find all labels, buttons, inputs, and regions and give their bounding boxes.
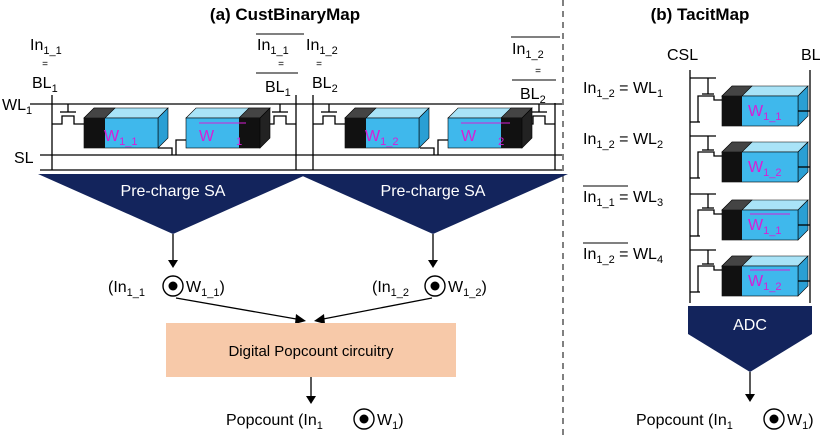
tacit-row-2: In1_2 = WL2 W1_2 [583,131,810,183]
svg-text:In1_2: In1_2 [512,41,544,61]
svg-text:W1_2: W1_2 [748,273,781,293]
svg-text:In1_2: In1_2 [306,37,338,57]
svg-text:Popcount (In1: Popcount (In1 [636,412,733,432]
svg-text:W1_2): W1_2) [448,279,487,299]
svg-text:In1_2 = WL2: In1_2 = WL2 [583,131,663,151]
precharge-sa-2: Pre-charge SA [298,174,568,234]
svg-text:W2: W2 [461,128,504,148]
left-popcount-result: Popcount (In1 W1) [226,408,404,432]
output-xnor-2: (In1_2 W1_2) [372,275,487,299]
transistor-3 [313,104,345,125]
svg-text:W1_1: W1_1 [104,128,137,148]
svg-text:BL1: BL1 [32,75,58,95]
svg-text:In1_1 = WL3: In1_1 = WL3 [583,189,663,209]
svg-text:BL2: BL2 [520,86,546,106]
sa-arrows [168,234,438,268]
svg-text:BL1: BL1 [265,79,291,99]
svg-text:W1): W1) [787,412,814,432]
svg-text:W1_2: W1_2 [748,159,781,179]
svg-text:W1_1: W1_1 [748,217,781,237]
output-xnor-1: (In1_1 W1_1) [108,275,225,299]
precharge-sa-1: Pre-charge SA [38,174,308,234]
transistor-1 [52,104,84,125]
svg-text:W1): W1) [377,412,404,432]
right-panel-title: (b) TacitMap [651,5,750,24]
svg-text:Pre-charge SA: Pre-charge SA [121,183,226,200]
col-label-in11-bar: In1_1 = BL1 [256,33,304,99]
bl-label: BL [801,47,821,64]
cell-w11: W1_1 [83,107,169,149]
svg-text:ADC: ADC [733,317,767,334]
popcount-input-arrows [175,297,433,324]
svg-text:W1_1): W1_1) [186,279,225,299]
svg-text:Pre-charge SA: Pre-charge SA [381,183,486,200]
svg-text:In1_1: In1_1 [30,37,62,57]
svg-text:Digital Popcount circuitry: Digital Popcount circuitry [228,343,394,360]
transistor-2 [264,104,296,125]
svg-text:Popcount (In1: Popcount (In1 [226,412,323,432]
svg-text:In1_2 = WL1: In1_2 = WL1 [583,80,663,100]
row-label-sl: SL [14,150,34,167]
tacit-row-4: In1_2 = WL4 W1_2 [583,242,810,297]
svg-text:W1: W1 [199,128,242,148]
svg-text:=: = [278,59,284,70]
svg-text:=: = [42,59,48,70]
cell-w12: W1_2 [344,107,430,149]
svg-text:(In1_2: (In1_2 [372,279,409,299]
svg-text:=: = [316,59,322,70]
svg-text:W1_2: W1_2 [365,128,398,148]
tacit-row-1: In1_2 = WL1 W1_1 [583,77,810,127]
csl-label: CSL [667,47,698,64]
left-array-wires [30,95,562,171]
row-label-wl1: WL1 [2,97,32,117]
svg-text:(In1_1: (In1_1 [108,279,145,299]
right-popcount-result: Popcount (In1 W1) [636,408,814,432]
digital-popcount-box: Digital Popcount circuitry [166,323,456,377]
adc-block: ADC [688,306,812,372]
svg-text:In1_1: In1_1 [257,37,289,57]
left-panel-title: (a) CustBinaryMap [210,5,360,24]
svg-text:In1_2 = WL4: In1_2 = WL4 [583,246,663,266]
right-result-arrow [745,372,755,402]
col-label-in12: In1_2 = BL2 [306,37,338,95]
col-label-in11: In1_1 = BL1 [30,37,62,95]
tacit-row-3: In1_1 = WL3 W1_1 [583,185,810,241]
left-result-arrow [306,377,316,404]
right-array-wires [689,70,811,303]
svg-text:=: = [535,66,541,77]
col-label-in12-bar: In1_2 = BL2 [511,36,560,106]
svg-text:W1_1: W1_1 [748,103,781,123]
svg-text:BL2: BL2 [312,75,338,95]
